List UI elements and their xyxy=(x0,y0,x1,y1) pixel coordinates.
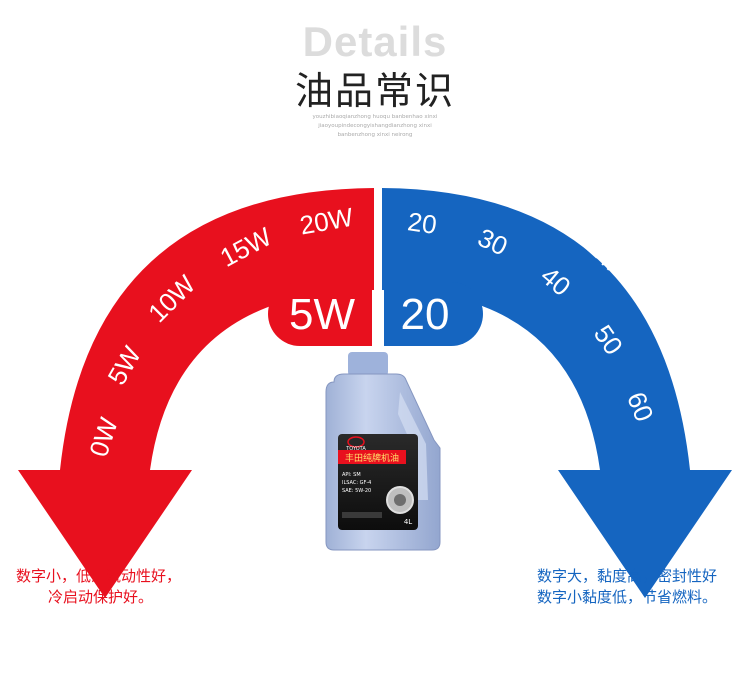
badge-high-value: 20 xyxy=(401,290,450,339)
page-title: 油品常识 xyxy=(294,69,455,113)
description-line: 数字小，低温流动性好， xyxy=(16,567,182,585)
bottle-brand: TOYOTA xyxy=(345,446,366,452)
bottle-product: 丰田纯牌机油 xyxy=(345,452,399,464)
pinyin-line: youzhibiaoqianzhong huoqu banbenhao xinx… xyxy=(312,114,438,120)
description-line: 数字小黏度低，节省燃料。 xyxy=(537,588,718,606)
low-temp-arc xyxy=(18,188,374,598)
details-watermark: Details xyxy=(302,18,448,65)
pinyin-line: banbenzhong xinxi neirong xyxy=(337,132,413,138)
bottle-volume: 4L xyxy=(404,518,412,526)
viscosity-badge: 5W 20 xyxy=(268,282,483,346)
description-line: 数字大，黏度高，密封性好 xyxy=(537,567,718,585)
pinyin-line: jiaoyoupindecongyishangdianzhong xinxi xyxy=(318,123,432,129)
high-grade-label: 20 xyxy=(406,206,439,240)
description-line: 冷启动保护好。 xyxy=(48,588,154,606)
low-temp-description: 数字小，低温流动性好， 冷启动保护好。 xyxy=(16,566,181,608)
badge-low-value: 5W xyxy=(289,290,355,339)
oil-bottle: TOYOTA 丰田纯牌机油 API: SM ILSAC: GF-4 SAE: 5… xyxy=(325,352,441,551)
high-temp-description: 数字大，黏度高，密封性好 数字小黏度低，节省燃料。 xyxy=(537,566,717,608)
bottle-spec: API: SM xyxy=(342,472,361,478)
bottle-spec: SAE: 5W-20 xyxy=(342,488,371,494)
bottle-spec: ILSAC: GF-4 xyxy=(342,480,371,486)
header: Details 油品常识 youzhibiaoqianzhong huoqu b… xyxy=(0,0,750,160)
